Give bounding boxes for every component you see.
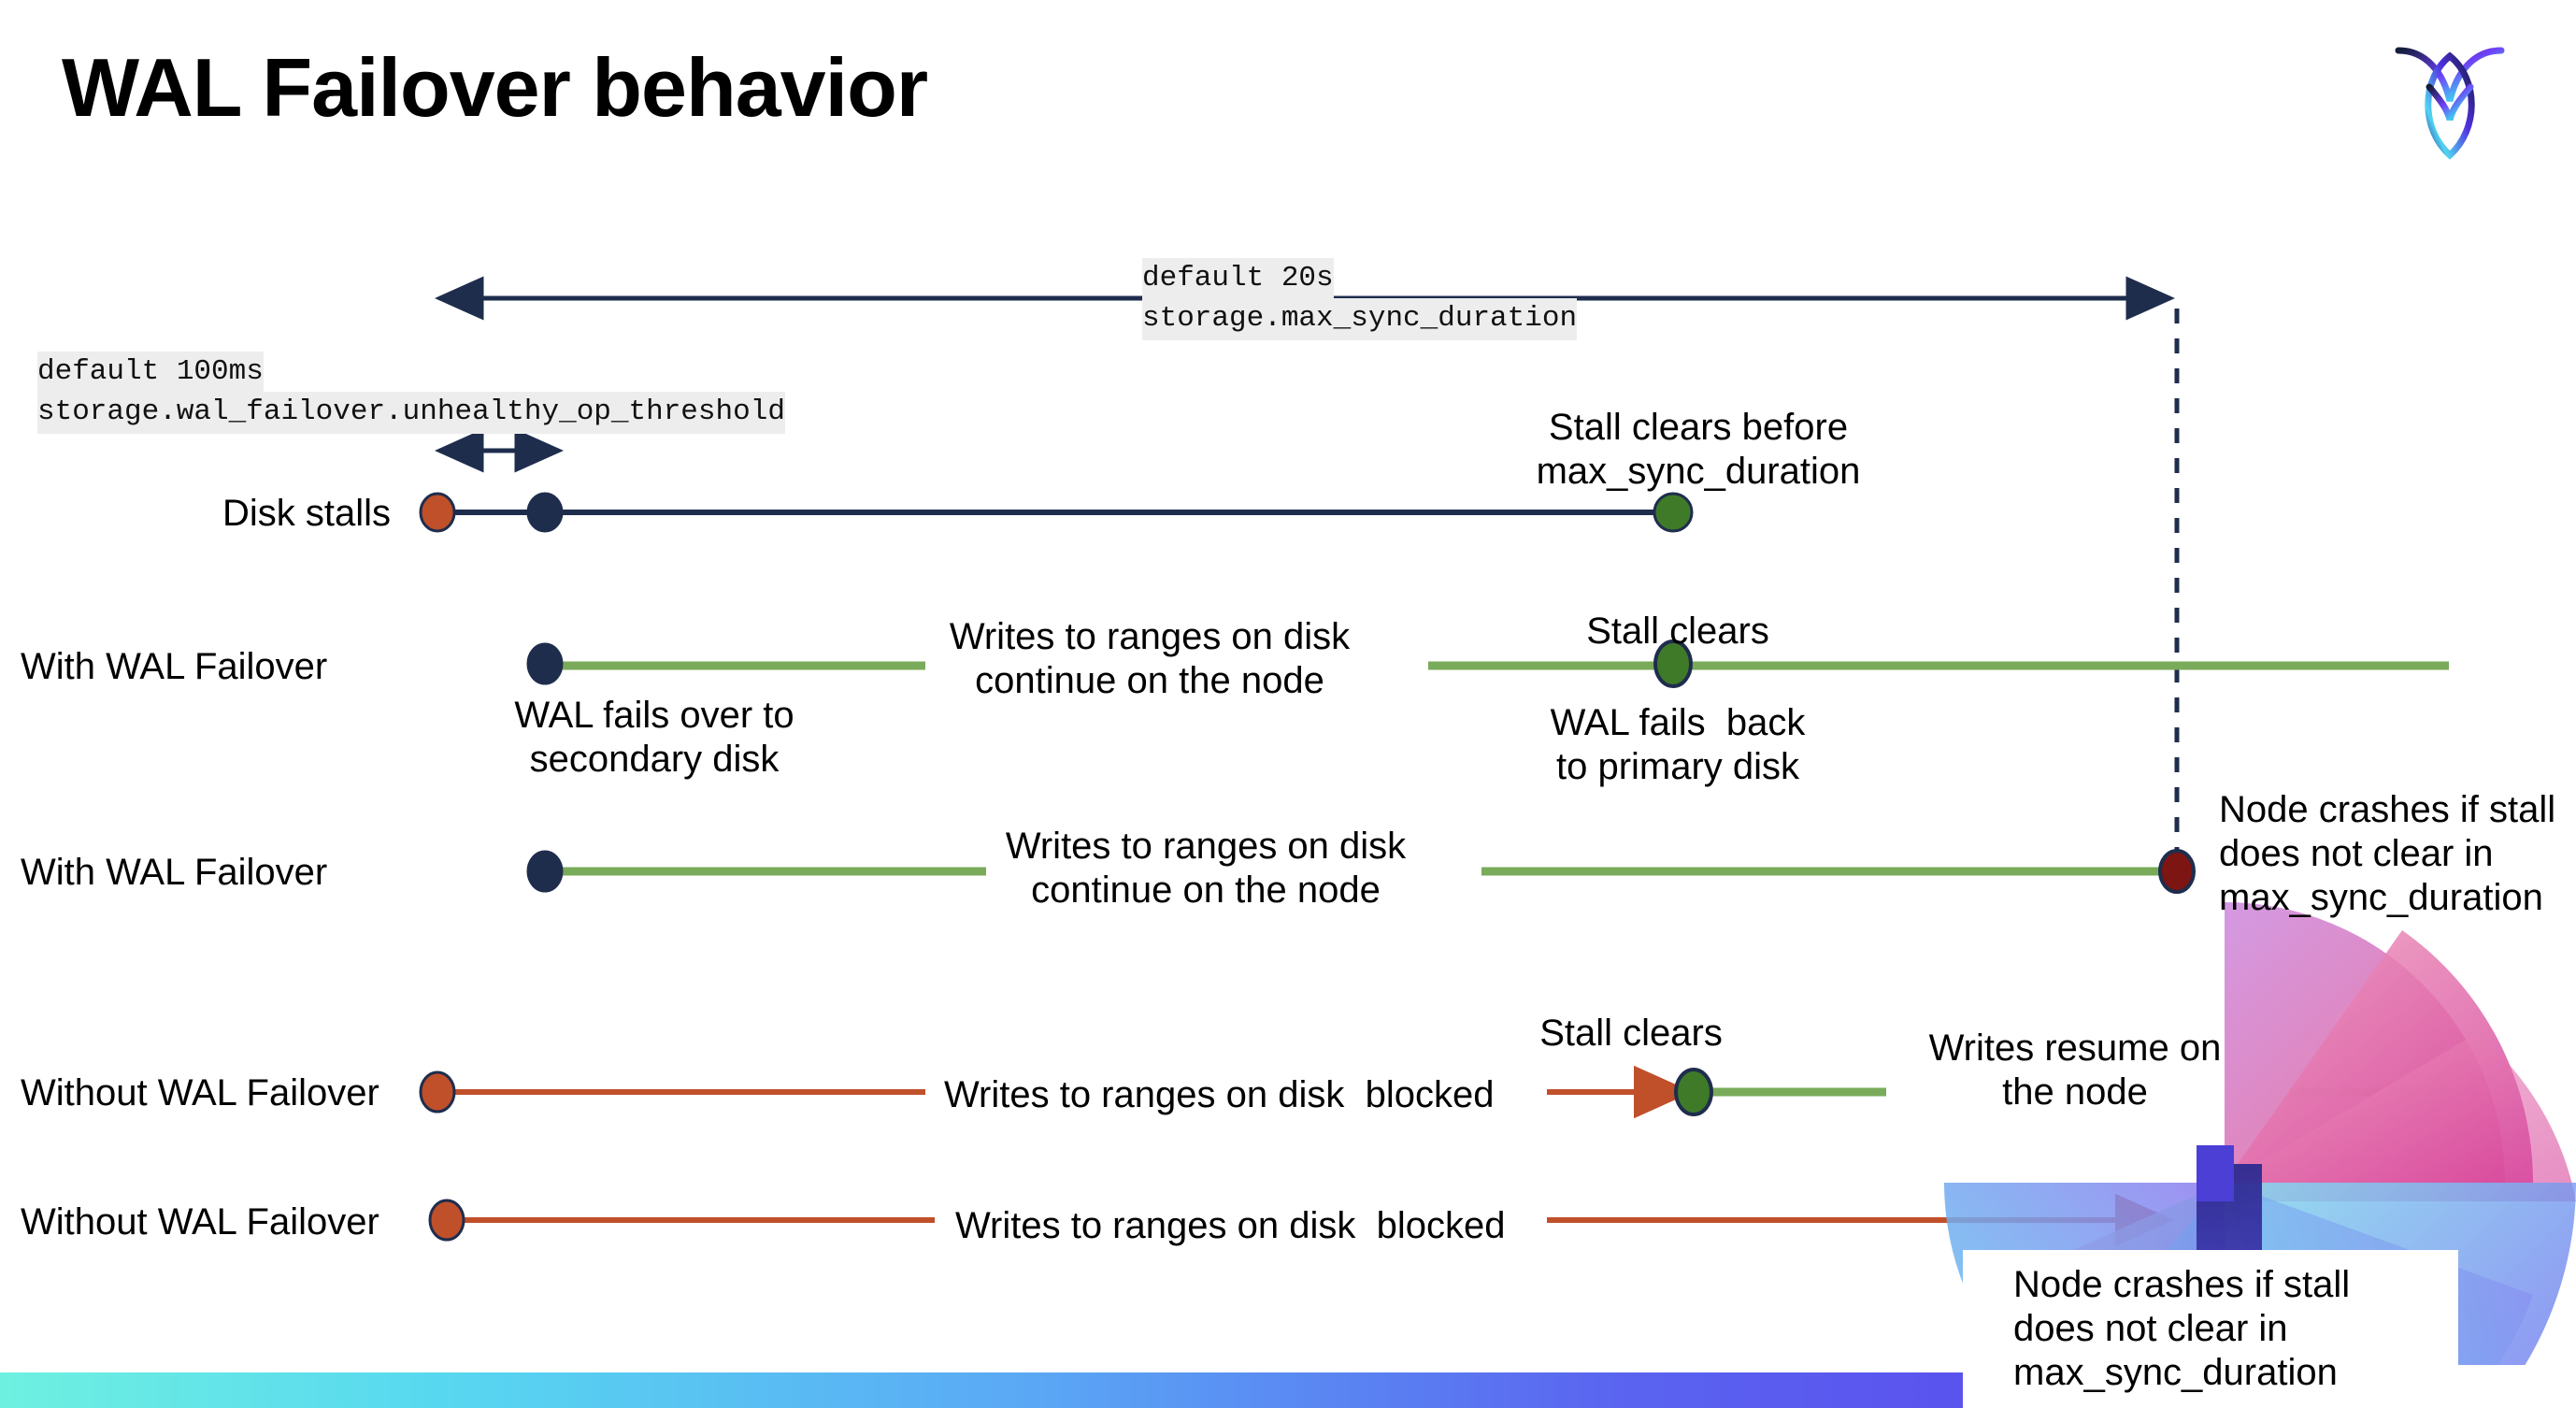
dot-node-crash: [2158, 849, 2196, 894]
note-node-crashes-2: Node crashes if stall does not clear in …: [2013, 1264, 2351, 1394]
cockroachdb-logo: [2389, 28, 2511, 168]
note-wal-fails-back: WAL fails back to primary disk: [1550, 702, 1806, 788]
dot-failover-start: [526, 642, 564, 685]
max-sync-setting-label: storage.max_sync_duration: [1142, 298, 1578, 340]
row-line-with-wal-failover-1: [526, 639, 2449, 688]
dot-stall-start: [419, 1070, 456, 1113]
row-label-disk-stalls: Disk stalls: [222, 493, 392, 534]
node-crash-callout: Node crashes if stall does not clear in …: [1963, 1250, 2458, 1408]
note-node-crashes-1: Node crashes if stall does not clear in …: [2219, 789, 2556, 919]
note-writes-blocked-2: Writes to ranges on disk blocked: [955, 1205, 1506, 1246]
row-label-without-wal-failover-1: Without WAL Failover: [21, 1072, 379, 1113]
unhealthy-op-setting-label: storage.wal_failover.unhealthy_op_thresh…: [37, 392, 785, 434]
page-title: WAL Failover behavior: [62, 41, 928, 134]
row-label-without-wal-failover-2: Without WAL Failover: [21, 1201, 379, 1243]
row-line-disk-stalls: [419, 492, 1694, 533]
note-stall-clears-1: Stall clears: [1586, 611, 1769, 652]
note-stall-clears-before: Stall clears before max_sync_duration: [1536, 407, 1861, 493]
note-writes-blocked-1: Writes to ranges on disk blocked: [944, 1074, 1495, 1115]
unhealthy-op-default-label: default 100ms: [37, 352, 264, 394]
note-writes-continue-1: Writes to ranges on disk continue on the…: [949, 616, 1351, 702]
note-stall-clears-2: Stall clears: [1539, 1013, 1723, 1054]
bottom-gradient-bar: [0, 1372, 1985, 1408]
dot-stall-start: [419, 492, 456, 533]
note-writes-resume: Writes resume on the node: [1928, 1027, 2222, 1113]
row-label-with-wal-failover-1: With WAL Failover: [21, 646, 328, 687]
dot-stall-clears: [1653, 639, 1693, 688]
dot-failover-start: [526, 850, 564, 893]
note-writes-continue-2: Writes to ranges on disk continue on the…: [1005, 826, 1407, 912]
note-wal-fails-over: WAL fails over to secondary disk: [514, 695, 794, 781]
dot-stall-clears: [1674, 1068, 1713, 1116]
row-line-with-wal-failover-2: [526, 849, 2196, 894]
dot-failover-point: [526, 492, 564, 533]
max-sync-default-label: default 20s: [1142, 258, 1334, 300]
row-label-with-wal-failover-2: With WAL Failover: [21, 852, 328, 893]
dot-stall-clears: [1653, 492, 1694, 533]
dot-stall-start: [428, 1199, 465, 1242]
